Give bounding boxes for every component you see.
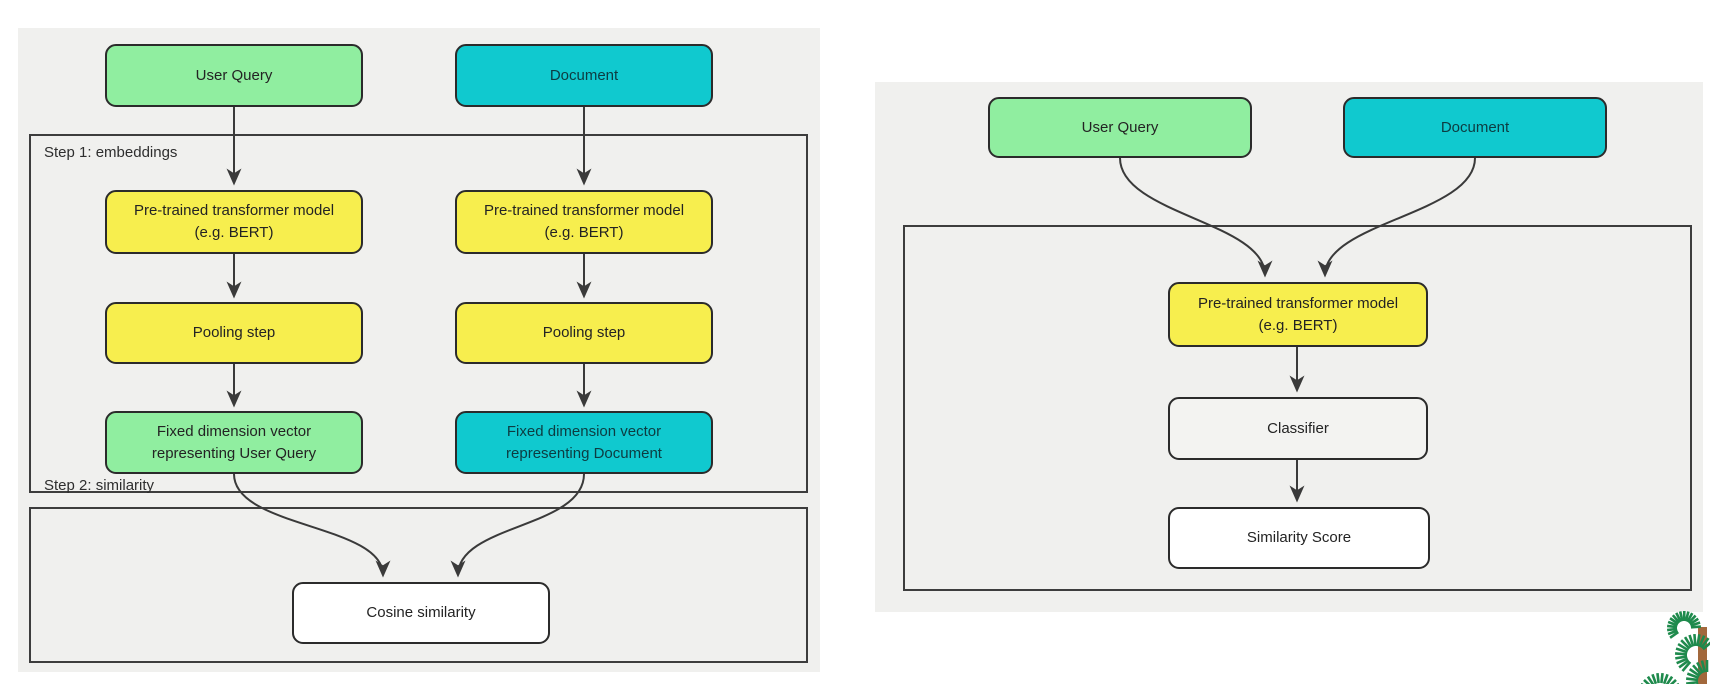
step2-similarity-container (29, 507, 808, 663)
classifier-node: Classifier (1168, 397, 1428, 460)
right-transformer-node: Pre-trained transformer model (e.g. BERT… (1168, 282, 1428, 347)
right-document-node: Document (1343, 97, 1607, 158)
step2-label: Step 2: similarity (44, 477, 155, 494)
vector-doc-node: Fixed dimension vector representing Docu… (455, 411, 713, 474)
step1-embeddings-container (29, 134, 808, 493)
step1-label: Step 1: embeddings (44, 144, 178, 161)
left-transformer-query-node: Pre-trained transformer model (e.g. BERT… (105, 190, 363, 254)
right-user-query-node: User Query (988, 97, 1252, 158)
green-burst-tree-logo-icon (1640, 610, 1710, 684)
similarity-score-node: Similarity Score (1168, 507, 1430, 569)
cosine-similarity-node: Cosine similarity (292, 582, 550, 644)
pooling-step-doc-node: Pooling step (455, 302, 713, 364)
pooling-step-query-node: Pooling step (105, 302, 363, 364)
left-transformer-doc-node: Pre-trained transformer model (e.g. BERT… (455, 190, 713, 254)
left-user-query-node: User Query (105, 44, 363, 107)
cross-encoder-container (903, 225, 1692, 591)
vector-query-node: Fixed dimension vector representing User… (105, 411, 363, 474)
left-document-node: Document (455, 44, 713, 107)
